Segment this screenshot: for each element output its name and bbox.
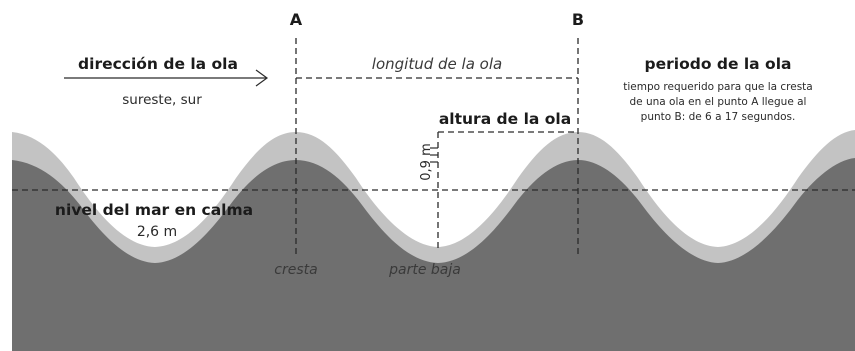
period-description-line-1: tiempo requerido para que la cresta: [623, 81, 812, 93]
point-a-label: A: [290, 10, 303, 29]
trough-label: parte baja: [388, 262, 461, 278]
crest-label: cresta: [274, 262, 317, 278]
point-b-label: B: [572, 10, 584, 29]
wavelength-label: longitud de la ola: [372, 55, 502, 73]
period-title: periodo de la ola: [645, 55, 792, 73]
direction-title: dirección de la ola: [78, 55, 238, 73]
height-value: 0,9 m: [419, 143, 434, 180]
height-title: altura de la ola: [439, 110, 571, 128]
direction-value: sureste, sur: [122, 92, 202, 108]
calm-sea-title: nivel del mar en calma: [55, 201, 253, 219]
period-description-line-2: de una ola en el punto A llegue al: [630, 96, 807, 108]
calm-sea-value: 2,6 m: [137, 224, 177, 240]
period-description-line-3: punto B: de 6 a 17 segundos.: [641, 111, 796, 123]
